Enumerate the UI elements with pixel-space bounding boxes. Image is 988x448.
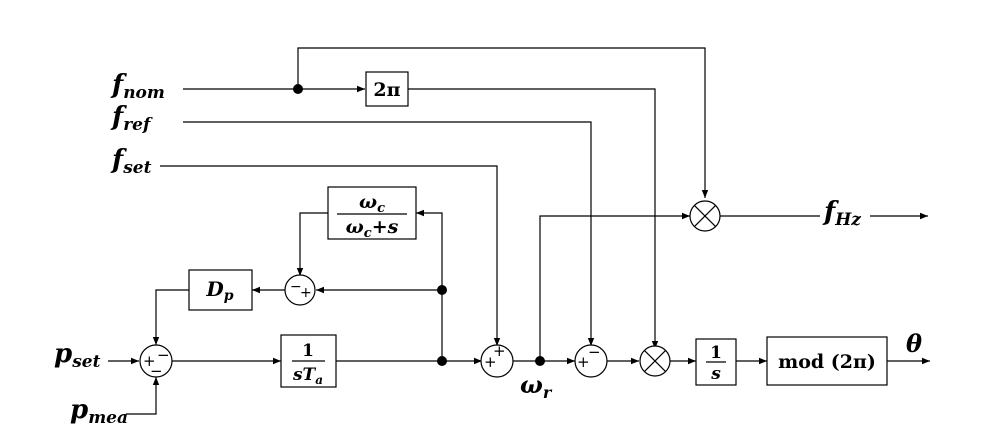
block-mod-label: mod (2π): [778, 351, 876, 373]
block-droop: [188, 269, 253, 311]
label-omega-r: ωr: [520, 370, 553, 402]
block-lpf-numerator: ωc: [359, 191, 385, 216]
label-f-set: fset: [110, 145, 152, 178]
label-f-hz: fHz: [822, 197, 861, 230]
sum-power-error-plus: +: [143, 352, 156, 370]
block-two-pi-label: 2π: [373, 79, 400, 101]
sum-frequency-plus-top: +: [493, 342, 506, 360]
sum-power-error-minus-top: −: [157, 346, 170, 364]
wire-junction-to-lpf: [416, 209, 443, 361]
block-lpf-denominator: ωc+s: [346, 216, 399, 241]
junction-lpf-feedback: [437, 285, 447, 295]
block-integrator-den: s: [710, 364, 721, 384]
wire-lpf-to-sum-small: [296, 212, 328, 276]
wire-fref-to-sum3: [183, 121, 595, 346]
multiplier-angle: [639, 345, 671, 377]
junction-ta-output: [437, 356, 447, 366]
wire-omegar-to-hz-mult: [539, 212, 690, 361]
multiplier-hz: [689, 200, 721, 232]
label-theta: θ: [906, 329, 922, 358]
block-mod: [766, 336, 888, 386]
sum-reference-minus: −: [588, 343, 601, 361]
sum-power-error-minus-bottom: −: [150, 362, 163, 380]
label-p-mea: pmea: [70, 395, 128, 428]
sum-feedback: [284, 274, 316, 306]
block-lpf: [327, 186, 417, 240]
label-p-set: pset: [54, 339, 101, 372]
junction-omega-r: [535, 356, 545, 366]
block-droop-label: Dp: [205, 277, 233, 304]
sum-reference-plus: +: [577, 353, 590, 371]
block-integrator-ta-num: 1: [302, 341, 314, 361]
wire-2pi-to-mult: [408, 88, 659, 349]
sum-power-error: [139, 344, 173, 378]
wire-fset-to-sum2: [160, 165, 501, 346]
wire-fnom-to-hz-mult: [297, 47, 709, 198]
sum-reference: [574, 344, 608, 378]
sum-frequency: [480, 344, 514, 378]
block-integrator-num: 1: [710, 343, 722, 363]
sum-feedback-plus: +: [300, 285, 312, 301]
junction-fnom: [293, 84, 303, 94]
block-integrator-ta-den: sTa: [292, 365, 323, 387]
sum-frequency-plus-left: +: [484, 353, 497, 371]
wire-pmea-to-sum1: [126, 377, 160, 415]
wire-dp-to-sum1: [152, 289, 189, 345]
sum-feedback-minus: −: [290, 279, 302, 295]
block-two-pi: [365, 71, 409, 107]
label-f-nom: fnom: [110, 70, 165, 103]
label-f-ref: fref: [110, 102, 153, 135]
